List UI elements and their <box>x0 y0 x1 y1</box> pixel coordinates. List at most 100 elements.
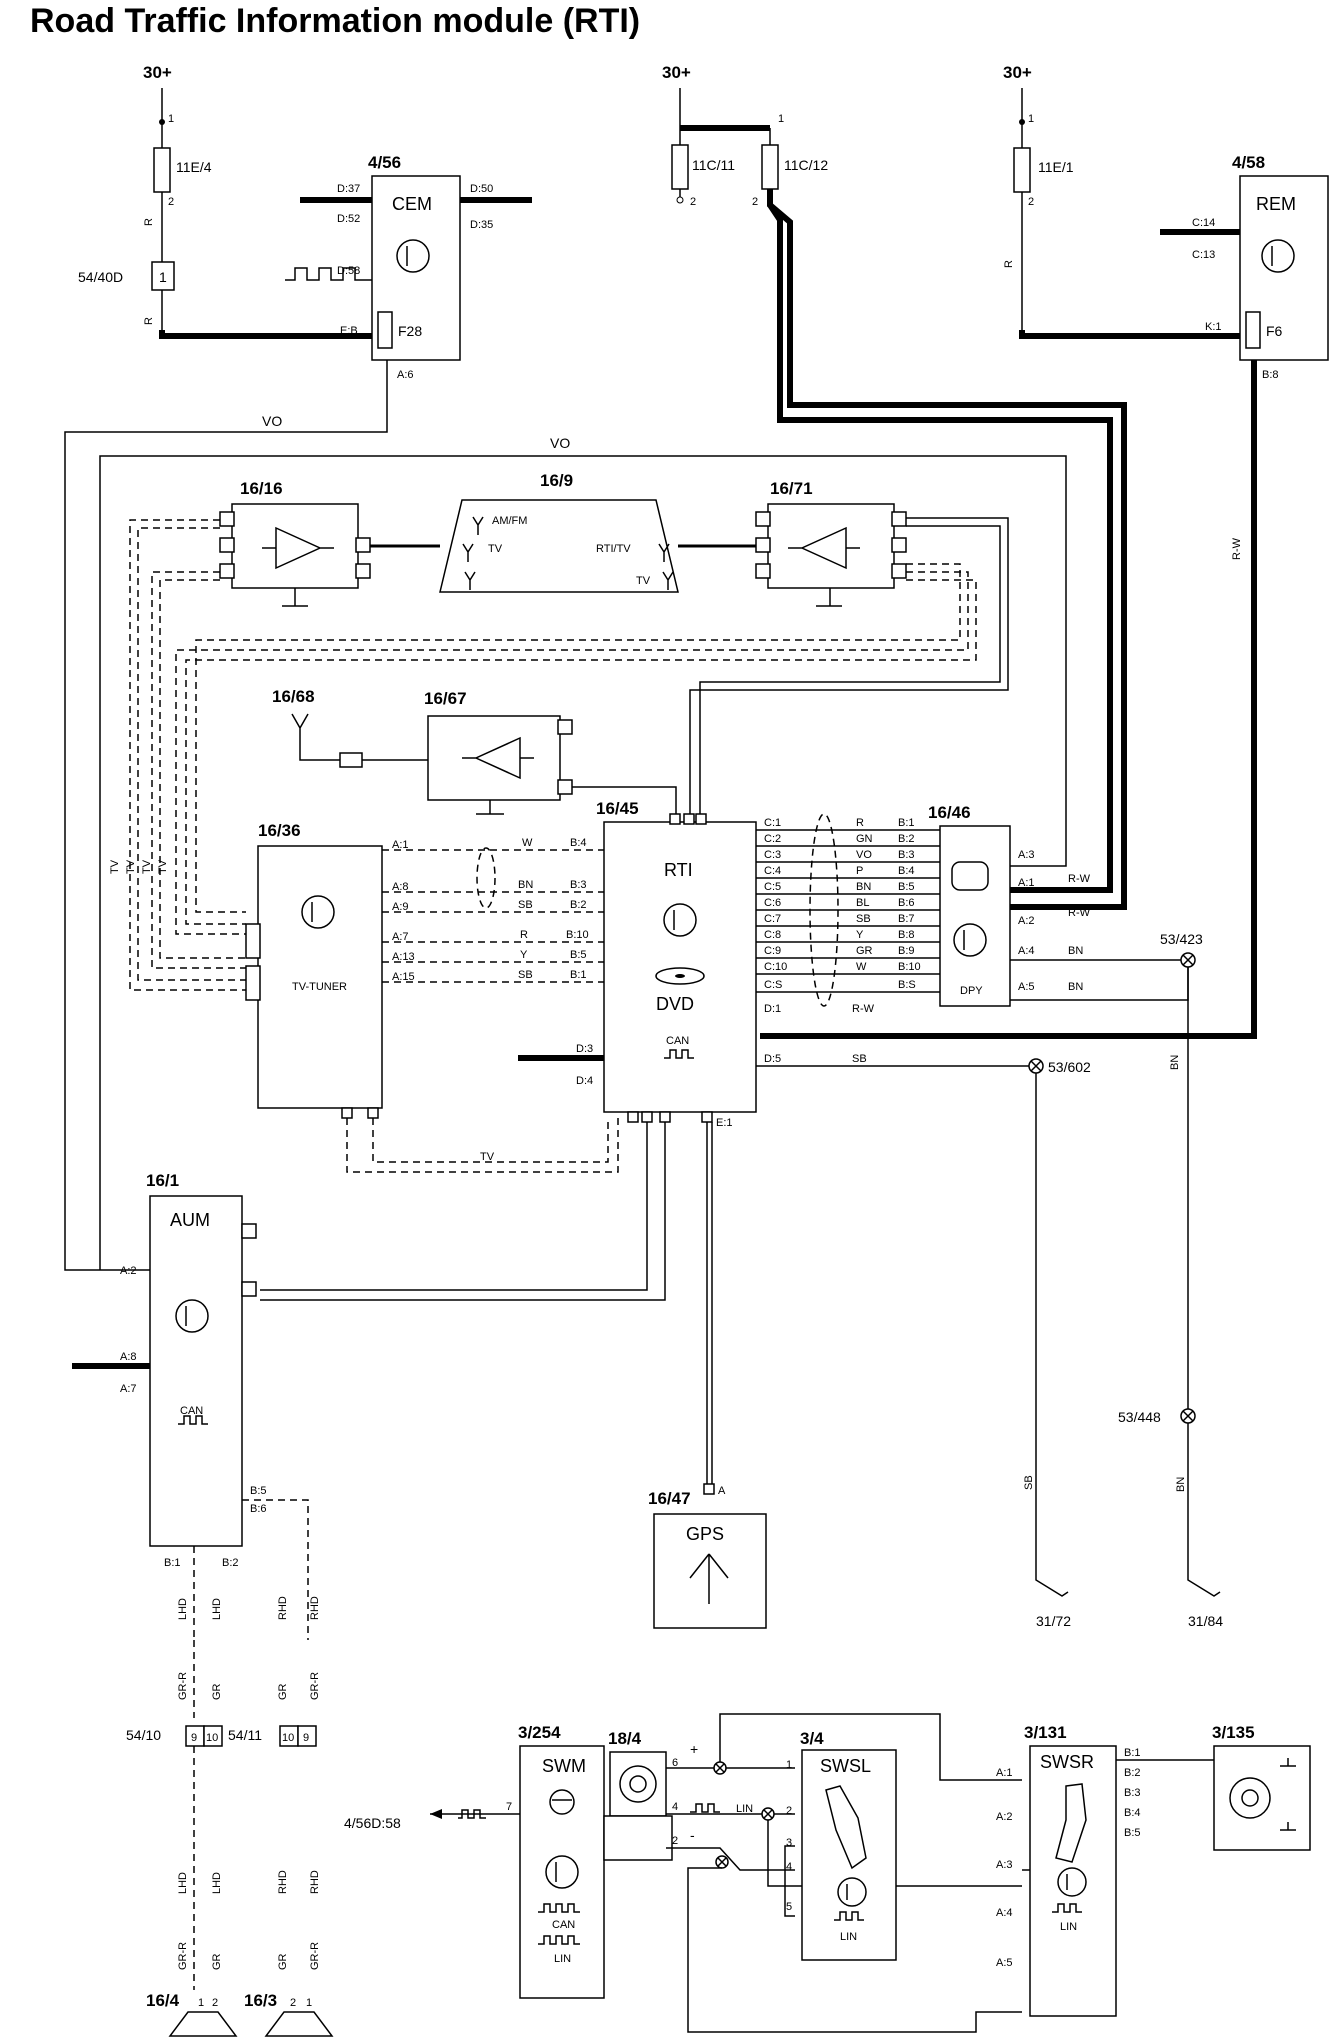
svg-text:54/11: 54/11 <box>228 1727 262 1743</box>
svg-text:VO: VO <box>262 413 282 429</box>
svg-text:E:1: E:1 <box>716 1117 733 1129</box>
svg-text:A:1: A:1 <box>392 839 409 851</box>
svg-text:VO: VO <box>856 849 872 861</box>
svg-text:2: 2 <box>290 1997 296 2009</box>
svg-text:C:5: C:5 <box>764 881 781 893</box>
svg-text:B:6: B:6 <box>898 897 915 909</box>
svg-text:5: 5 <box>786 1901 792 1913</box>
svg-text:A:1: A:1 <box>996 1767 1013 1779</box>
svg-text:BN: BN <box>1169 1055 1181 1070</box>
svg-text:1: 1 <box>168 113 174 125</box>
aum-module: 16/1 AUM CAN A:2 A:8 A:7 B:5 B:6 B:1 B:2 <box>72 1171 309 1640</box>
tv-labels: TV TV TV TV <box>109 859 169 874</box>
svg-text:16/68: 16/68 <box>272 687 315 706</box>
antenna-icon <box>689 1553 729 1604</box>
svg-text:A:13: A:13 <box>392 951 415 963</box>
svg-text:54/40D: 54/40D <box>78 269 123 285</box>
svg-text:9: 9 <box>303 1732 309 1744</box>
svg-text:1: 1 <box>1028 113 1034 125</box>
svg-text:D:35: D:35 <box>470 219 493 231</box>
svg-text:16/9: 16/9 <box>540 471 573 490</box>
svg-text:BN: BN <box>518 879 533 891</box>
rti-module: 16/45 RTI DVD CAN D:3 D:4 E:1 <box>260 799 757 1484</box>
svg-text:SB: SB <box>518 899 533 911</box>
svg-text:B:2: B:2 <box>222 1557 239 1569</box>
svg-text:3/131: 3/131 <box>1024 1723 1067 1742</box>
svg-text:B:2: B:2 <box>1124 1767 1141 1779</box>
svg-text:D:50: D:50 <box>470 183 493 195</box>
svg-text:4/56: 4/56 <box>368 153 401 172</box>
svg-text:A:7: A:7 <box>120 1383 137 1395</box>
svg-text:DPY: DPY <box>960 985 983 997</box>
svg-text:CAN: CAN <box>180 1405 203 1417</box>
svg-text:D:1: D:1 <box>764 1003 781 1015</box>
svg-text:R-W: R-W <box>1068 907 1091 919</box>
svg-text:CAN: CAN <box>552 1919 575 1931</box>
svg-text:16/67: 16/67 <box>424 689 467 708</box>
svg-text:16/46: 16/46 <box>928 803 971 822</box>
svg-text:D:5: D:5 <box>764 1053 781 1065</box>
svg-text:RHD: RHD <box>277 1870 289 1894</box>
svg-text:LHD: LHD <box>211 1872 223 1894</box>
svg-text:A:1: A:1 <box>1018 877 1035 889</box>
svg-text:BN: BN <box>1068 945 1083 957</box>
speaker-icon <box>168 2011 238 2037</box>
svg-text:2: 2 <box>1028 196 1034 208</box>
controller-icon <box>837 1877 867 1907</box>
svg-text:TV: TV <box>157 859 169 874</box>
svg-text:GR: GR <box>277 1683 289 1700</box>
controller-icon <box>663 903 697 937</box>
svg-text:E:B: E:B <box>340 325 358 337</box>
svg-text:BN: BN <box>1175 1477 1187 1492</box>
page-title: Road Traffic Information module (RTI) <box>30 2 641 40</box>
svg-text:11E/1: 11E/1 <box>1038 159 1074 175</box>
amplifier-16-71: 16/71 <box>678 479 907 607</box>
fuse-11c12 <box>761 144 779 190</box>
ground-53-602: 53/602 SB 31/72 <box>1023 1058 1091 1629</box>
svg-text:K:1: K:1 <box>1205 321 1222 333</box>
svg-text:RHD: RHD <box>309 1596 321 1620</box>
svg-text:B:1: B:1 <box>164 1557 181 1569</box>
svg-text:SWSL: SWSL <box>820 1756 871 1776</box>
svg-text:B:5: B:5 <box>1124 1827 1141 1839</box>
cem-module: 4/56 CEM F28 D:37 D:52 D:58 D:50 D:35 E:… <box>64 153 532 1271</box>
svg-text:AUM: AUM <box>170 1210 210 1230</box>
rem-module: 4/58 REM F6 C:14 C:13 K:1 B:8 R-W <box>760 153 1329 1039</box>
svg-text:A:4: A:4 <box>996 1907 1013 1919</box>
svg-text:2: 2 <box>786 1805 792 1817</box>
svg-text:BN: BN <box>1068 981 1083 993</box>
svg-text:GR-R: GR-R <box>309 1672 321 1700</box>
svg-text:GR: GR <box>211 1683 223 1700</box>
svg-text:R-W: R-W <box>1231 537 1243 560</box>
svg-text:GN: GN <box>856 833 873 845</box>
svg-text:B:4: B:4 <box>1124 1807 1141 1819</box>
svg-text:16/4: 16/4 <box>146 1991 180 2010</box>
antenna-16-68: 16/68 <box>272 687 430 768</box>
svg-text:B:5: B:5 <box>898 881 915 893</box>
supply-2: 30+ 2 11C/11 1 11C/12 2 <box>662 63 1127 910</box>
svg-text:11E/4: 11E/4 <box>176 159 212 175</box>
fuse-f6 <box>1245 311 1261 349</box>
svg-text:R: R <box>520 929 528 941</box>
svg-text:RTI: RTI <box>664 860 693 880</box>
svg-text:TV-TUNER: TV-TUNER <box>292 981 347 993</box>
svg-text:C:9: C:9 <box>764 945 781 957</box>
svg-text:53/602: 53/602 <box>1048 1059 1091 1075</box>
svg-text:TV: TV <box>480 1151 495 1163</box>
svg-text:LIN: LIN <box>1060 1921 1077 1933</box>
svg-text:A:8: A:8 <box>392 881 409 893</box>
controller-icon <box>1057 1867 1087 1897</box>
controller-icon <box>953 923 987 957</box>
fuse-11e1 <box>1013 147 1031 193</box>
amplifier-16-16: 16/16 <box>219 479 440 607</box>
fuse-f28 <box>377 311 393 349</box>
svg-text:C:7: C:7 <box>764 913 781 925</box>
svg-text:GR: GR <box>277 1953 289 1970</box>
svg-text:Y: Y <box>520 949 528 961</box>
svg-text:6: 6 <box>672 1757 678 1769</box>
ground-53-448: 53/448 BN 31/84 <box>1118 1408 1223 1629</box>
svg-text:GR-R: GR-R <box>309 1942 321 1970</box>
svg-text:DVD: DVD <box>656 994 694 1014</box>
svg-text:CAN: CAN <box>666 1035 689 1047</box>
tuner-rti-wires: W BN SB R Y SB B:4 B:3 B:2 B:10 B:5 B:1 <box>382 837 604 983</box>
